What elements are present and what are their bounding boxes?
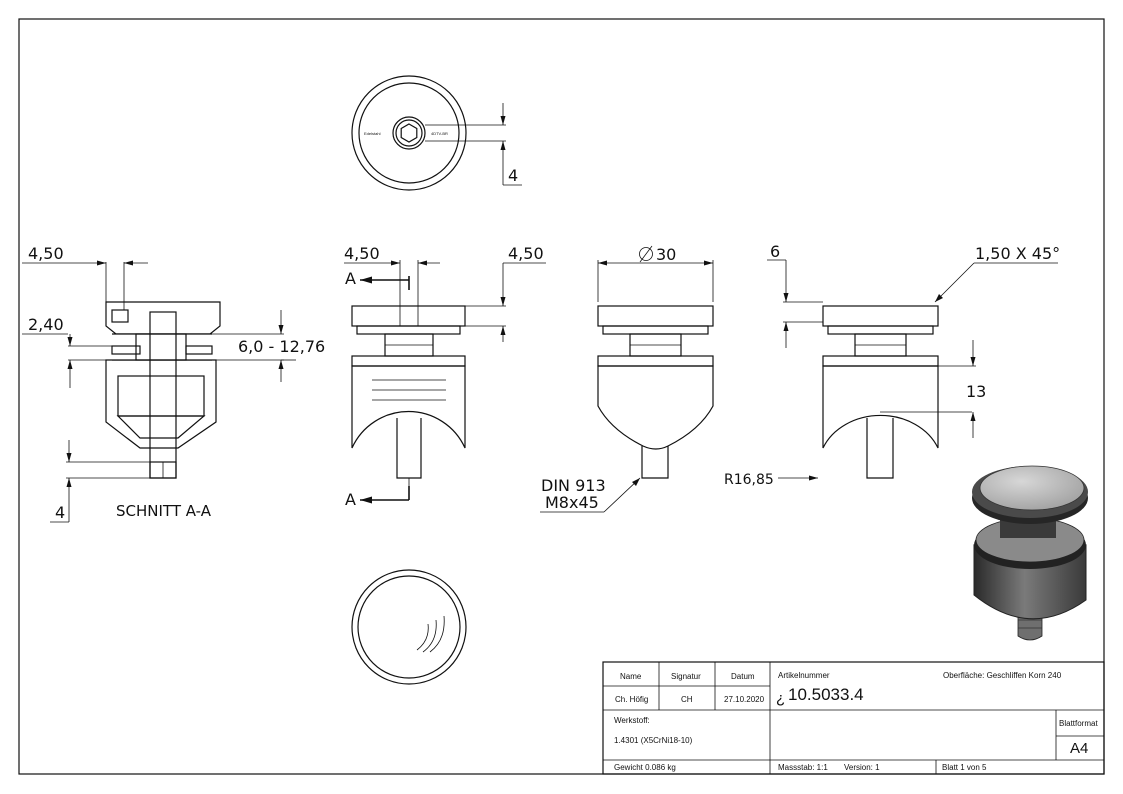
tb-gewicht: Gewicht 0.086 kg: [614, 763, 676, 772]
tb-header-name: Name: [620, 672, 642, 681]
tb-blattformat-label: Blattformat: [1059, 719, 1098, 728]
top-view: Edelstahl 4DTV-BR 4: [351, 75, 522, 191]
tb-version: Version: 1: [844, 763, 880, 772]
tb-blatt: Blatt 1 von 5: [942, 763, 987, 772]
engraving-left: Edelstahl: [364, 131, 381, 136]
dim-section-range: 6,0 - 12,76: [238, 337, 325, 356]
side-view-right: 6 1,50 X 45° 13 R16,85: [724, 242, 1060, 488]
title-block: Name Signatur Datum Ch. Höfig CH 27.10.2…: [602, 661, 1105, 775]
dim-section-bottom: 4: [55, 503, 65, 522]
front-view: A A 4,50 4,50: [344, 244, 546, 509]
dim-section-width: 4,50: [28, 244, 64, 263]
sheet-frame: [18, 18, 1105, 775]
tb-datum: 27.10.2020: [724, 695, 765, 704]
tb-artikel-label: Artikelnummer: [778, 671, 830, 680]
tb-werkstoff-label: Werkstoff:: [614, 716, 650, 725]
dim-front-left: 4,50: [344, 244, 380, 263]
tb-blattformat: A4: [1070, 740, 1088, 757]
side-view-screw: 30 DIN 913 M8x45: [540, 245, 714, 513]
tb-werkstoff: 1.4301 (X5CrNi18-10): [614, 736, 693, 745]
dim-radius: R16,85: [724, 472, 774, 488]
tb-artikel-value: 10.5033.4: [788, 685, 864, 704]
tb-signatur: CH: [681, 695, 693, 704]
engraving-right: 4DTV-BR: [431, 131, 448, 136]
section-view: 4,50 2,40 6,0 - 12,76 4 SCHNITT A-A: [22, 244, 325, 523]
isometric-render: [972, 465, 1088, 641]
dim-front-right: 4,50: [508, 244, 544, 263]
screw-spec-1: DIN 913: [541, 476, 606, 495]
section-label: SCHNITT A-A: [116, 502, 212, 520]
screw-spec-2: M8x45: [545, 493, 599, 512]
bottom-view: [351, 569, 467, 685]
tb-header-datum: Datum: [731, 672, 755, 681]
tb-oberflaeche: Oberfläche: Geschliffen Korn 240: [943, 671, 1062, 680]
dim-top-view: 4: [508, 166, 518, 185]
tb-massstab: Massstab: 1:1: [778, 763, 828, 772]
tb-name: Ch. Höfig: [615, 695, 648, 704]
tb-artikel-prefix: ¿: [776, 690, 785, 707]
section-mark-bottom: A: [345, 490, 356, 509]
dim-diameter: 30: [656, 245, 676, 264]
section-mark-top: A: [345, 269, 356, 288]
dim-section-gap: 2,40: [28, 315, 64, 334]
dim-chamfer: 1,50 X 45°: [975, 244, 1060, 263]
dim-side-top: 6: [770, 242, 780, 261]
tb-header-signatur: Signatur: [671, 672, 701, 681]
dim-side-height: 13: [966, 382, 986, 401]
